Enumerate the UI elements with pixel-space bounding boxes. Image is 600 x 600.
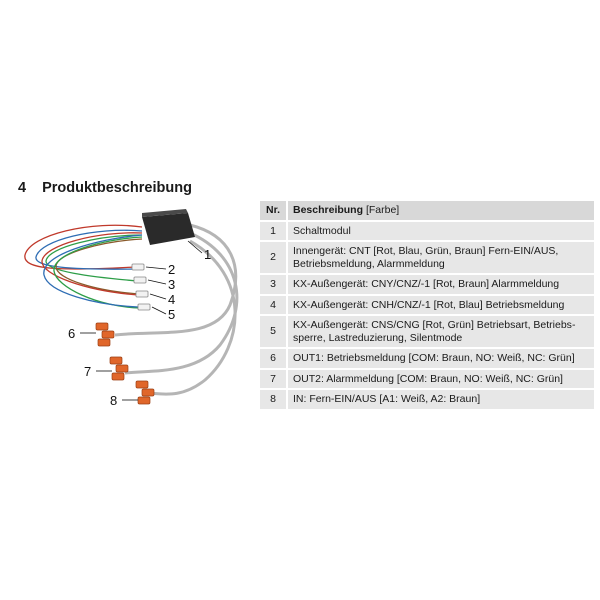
callout-2: 2 (168, 262, 175, 277)
row-nr: 6 (260, 349, 286, 368)
colored-wires (24, 224, 143, 309)
header-desc-suffix: [Farbe] (365, 204, 400, 216)
callout-3: 3 (168, 277, 175, 292)
header-desc-label: Beschreibung (293, 204, 364, 216)
section-heading: 4 Produktbeschreibung (18, 180, 192, 196)
row-nr: 3 (260, 275, 286, 294)
row-desc: OUT2: Alarmmeldung [COM: Braun, NO: Weiß… (286, 369, 594, 388)
row-desc: KX-Außengerät: CNS/CNG [Rot, Grün] Betri… (286, 316, 594, 347)
callout-7: 7 (84, 364, 91, 379)
row-desc: Schaltmodul (286, 221, 594, 240)
small-connectors (131, 263, 151, 311)
row-nr: 1 (260, 221, 286, 240)
row-desc: KX-Außengerät: CNH/CNZ/-1 [Rot, Blau] Be… (286, 295, 594, 314)
callout-4: 4 (168, 292, 175, 307)
row-nr: 2 (260, 242, 286, 273)
grey-cables (114, 223, 239, 396)
row-desc: KX-Außengerät: CNY/CNZ/-1 [Rot, Braun] A… (286, 275, 594, 294)
header-description: Beschreibung [Farbe] (286, 201, 594, 220)
orange-connectors (95, 322, 155, 405)
switching-module (142, 209, 195, 245)
callout-1: 1 (204, 247, 211, 262)
table-header-row: Nr. Beschreibung [Farbe] (260, 201, 594, 220)
section-title: Produktbeschreibung (42, 180, 192, 196)
product-diagram: 1 2 3 4 5 6 7 8 (0, 195, 260, 425)
row-nr: 8 (260, 390, 286, 409)
header-nr: Nr. (260, 201, 286, 220)
row-desc: OUT1: Betriebsmeldung [COM: Braun, NO: W… (286, 349, 594, 368)
row-desc: Innengerät: CNT [Rot, Blau, Grün, Braun]… (286, 242, 594, 273)
callout-6: 6 (68, 326, 75, 341)
row-nr: 5 (260, 316, 286, 347)
row-desc: IN: Fern-EIN/AUS [A1: Weiß, A2: Braun] (286, 390, 594, 409)
section-number: 4 (18, 180, 27, 196)
callout-lines (80, 240, 203, 401)
callout-8: 8 (110, 393, 117, 408)
row-nr: 4 (260, 295, 286, 314)
cable-harness-illustration: 1 2 3 4 5 6 7 8 (24, 209, 239, 408)
callout-5: 5 (168, 307, 175, 322)
row-nr: 7 (260, 369, 286, 388)
